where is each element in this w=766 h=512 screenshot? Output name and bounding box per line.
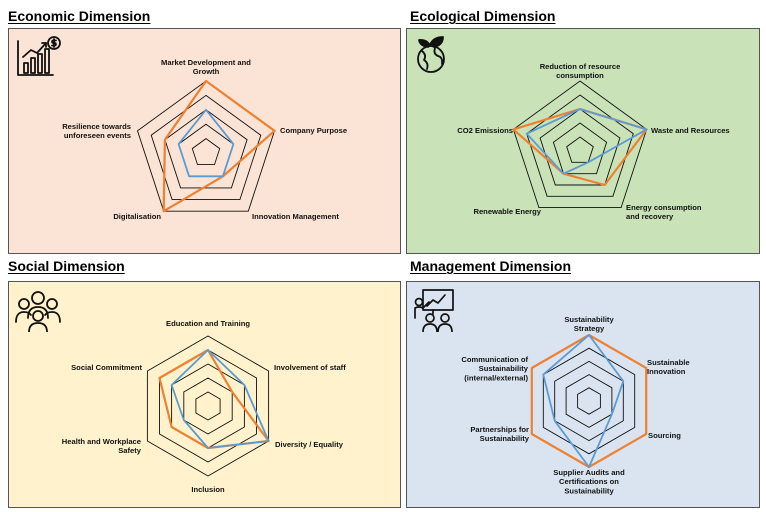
axis-label: Inclusion	[191, 485, 225, 494]
radar-grid-ring	[136, 80, 276, 212]
radar-grid-ring	[566, 136, 594, 163]
radar-grid-ring	[512, 80, 648, 209]
axis-label: CO2 Emissions	[457, 126, 513, 135]
radar-grid-ring	[171, 363, 245, 449]
radar-grid-ring	[183, 377, 233, 435]
radar-series-line-2	[542, 334, 625, 468]
radar-grid-ring	[554, 360, 624, 442]
radar-grid-ring	[146, 335, 270, 477]
radar-series-line-1	[162, 79, 276, 213]
radar-grid-ring	[539, 108, 621, 186]
radar-series-line-2	[525, 108, 648, 175]
axis-label: Innovation Management	[252, 212, 339, 221]
axis-label: Renewable Energy	[473, 207, 541, 216]
axis-label: Waste and Resources	[651, 126, 730, 135]
management-heading: Management Dimension	[410, 258, 572, 274]
radar-series-line-2	[177, 108, 235, 178]
leaf-globe-icon	[413, 35, 451, 80]
ecological-heading: Ecological Dimension	[410, 8, 556, 24]
radar-grid-ring	[542, 347, 636, 455]
radar-grid-ring	[552, 122, 608, 175]
axis-label: Diversity / Equality	[275, 440, 344, 449]
economic-heading: Economic Dimension	[8, 8, 151, 24]
axis-label: Involvement of staff	[274, 363, 346, 372]
social-heading: Social Dimension	[8, 258, 125, 274]
radar-grid-ring	[577, 387, 601, 415]
radar-grid-ring	[565, 374, 613, 428]
axis-label: Education and Training	[166, 319, 250, 328]
radar-grid-ring	[191, 138, 221, 166]
axis-label: Social Commitment	[71, 363, 142, 372]
axis-label: Company Purpose	[280, 126, 347, 135]
axis-label: Digitalisation	[113, 212, 161, 221]
radar-grid-ring	[195, 391, 221, 421]
radar-series-line-2	[170, 349, 270, 449]
radar-grid-ring	[164, 109, 248, 189]
radar-grid-ring	[150, 94, 262, 201]
growth-chart-dollar-icon	[15, 35, 61, 84]
radar-grid-ring	[526, 94, 634, 197]
people-group-icon	[15, 288, 61, 337]
axis-label: Sourcing	[648, 431, 681, 440]
presentation-board-icon	[413, 288, 455, 337]
